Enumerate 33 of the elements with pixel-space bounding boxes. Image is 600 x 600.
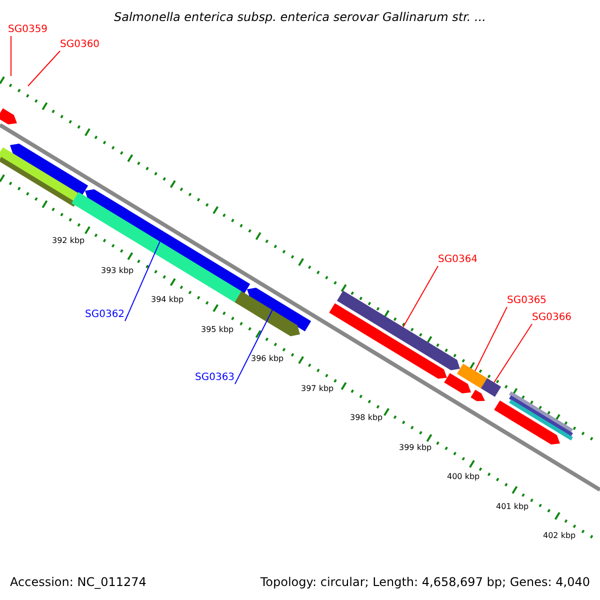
gene-label: SG0366 — [532, 313, 572, 323]
gene-label: SG0364 — [438, 255, 478, 265]
scale-label: 393 kbp — [101, 266, 134, 274]
scale-label: 400 kbp — [447, 473, 480, 481]
scale-label: 395 kbp — [201, 326, 234, 334]
leader-line — [474, 306, 508, 372]
scale-label: 392 kbp — [52, 237, 85, 245]
gene-label: SG0362 — [85, 310, 125, 320]
gene-bar — [234, 291, 300, 336]
scale-label: 402 kbp — [543, 532, 576, 540]
footer-text: Accession: NC_011274 — [10, 576, 146, 588]
gene-label: SG0363 — [195, 373, 235, 383]
gene-bar — [480, 378, 502, 397]
gene-label: SG0359 — [8, 25, 48, 35]
scale-label: 398 kbp — [350, 414, 383, 422]
scale-label: 397 kbp — [301, 384, 334, 392]
footer-text: Topology: circular; Length: 4,658,697 bp; Genes: 4,040 — [260, 576, 590, 588]
leader-line — [402, 266, 438, 328]
gene-bar — [456, 364, 488, 388]
leader-line — [494, 324, 532, 383]
leader-line — [234, 310, 273, 384]
scale-label: 399 kbp — [399, 444, 432, 452]
gene-label: SG0365 — [507, 296, 547, 306]
gene-label: SG0360 — [60, 40, 100, 50]
gene-bar — [72, 192, 242, 302]
leader-line — [10, 36, 12, 76]
scale-label: 394 kbp — [151, 296, 184, 304]
scale-label: 401 kbp — [496, 502, 529, 510]
leader-line — [124, 241, 160, 322]
scale-label: 396 kbp — [251, 355, 284, 363]
title: Salmonella enterica subsp. enterica serovar Gallinarum str. ... — [113, 11, 487, 23]
leader-line — [28, 50, 60, 86]
gene-bar — [336, 290, 460, 370]
